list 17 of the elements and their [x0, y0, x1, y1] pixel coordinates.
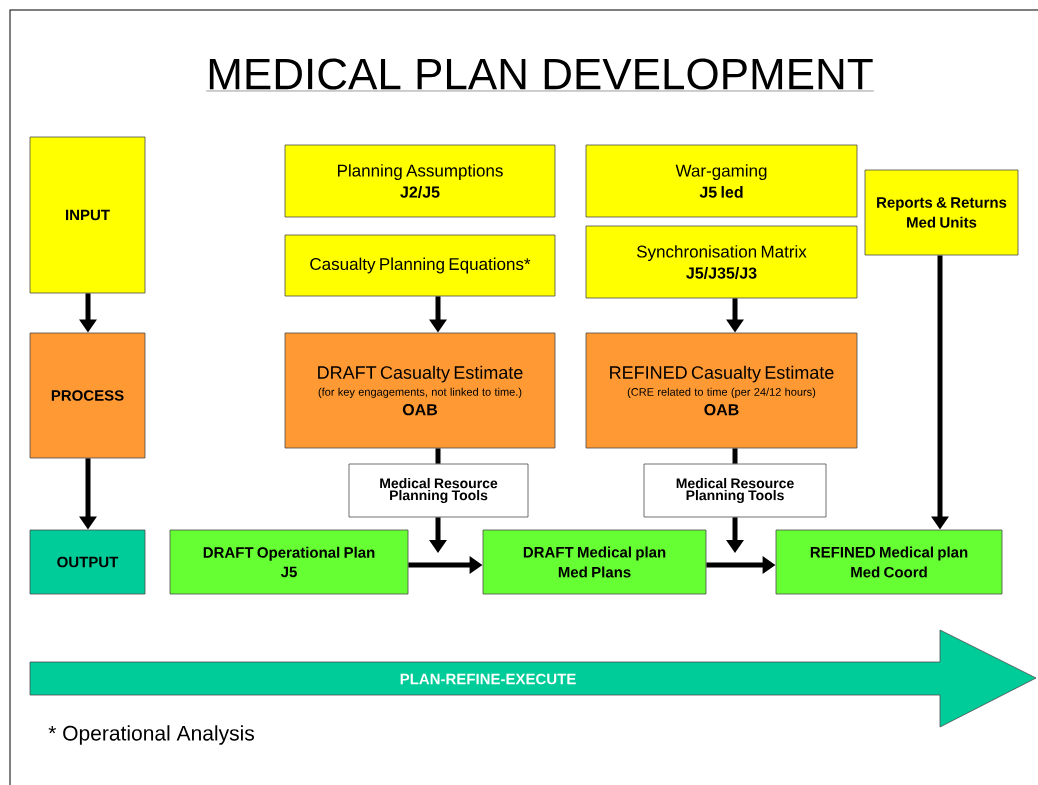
tool-box: Medical Resource Planning Tools: [348, 463, 529, 518]
process-box: Casualty Planning Equations*: [284, 234, 556, 297]
process-box: Synchronisation Matrix J5/J35/J3: [585, 225, 858, 299]
plan-box: DRAFT Operational Plan J5: [169, 529, 409, 595]
process-box: Planning Assumptions J2/J5: [284, 144, 556, 218]
plan-box: DRAFT Medical plan Med Plans: [482, 529, 707, 595]
input-box: INPUT: [29, 136, 146, 294]
process-box: REFINED Casualty Estimate (CRE related to time (per 24/12 hours) OAB: [585, 332, 858, 449]
tool-box: Medical Resource Planning Tools: [643, 463, 827, 518]
process-box: DRAFT Casualty Estimate (for key engagements, not linked to time.) OAB: [284, 332, 556, 449]
process-box: PROCESS: [29, 332, 146, 459]
output-box: OUTPUT: [29, 529, 146, 595]
footnote: * Operational Analysis: [48, 725, 254, 745]
process-box: Reports & Returns Med Units: [864, 169, 1019, 256]
title: MEDICAL PLAN DEVELOPMENT: [206, 58, 874, 92]
process-box: War-gaming J5 led: [585, 144, 858, 218]
plan-box: REFINED Medical plan Med Coord: [775, 529, 1003, 595]
